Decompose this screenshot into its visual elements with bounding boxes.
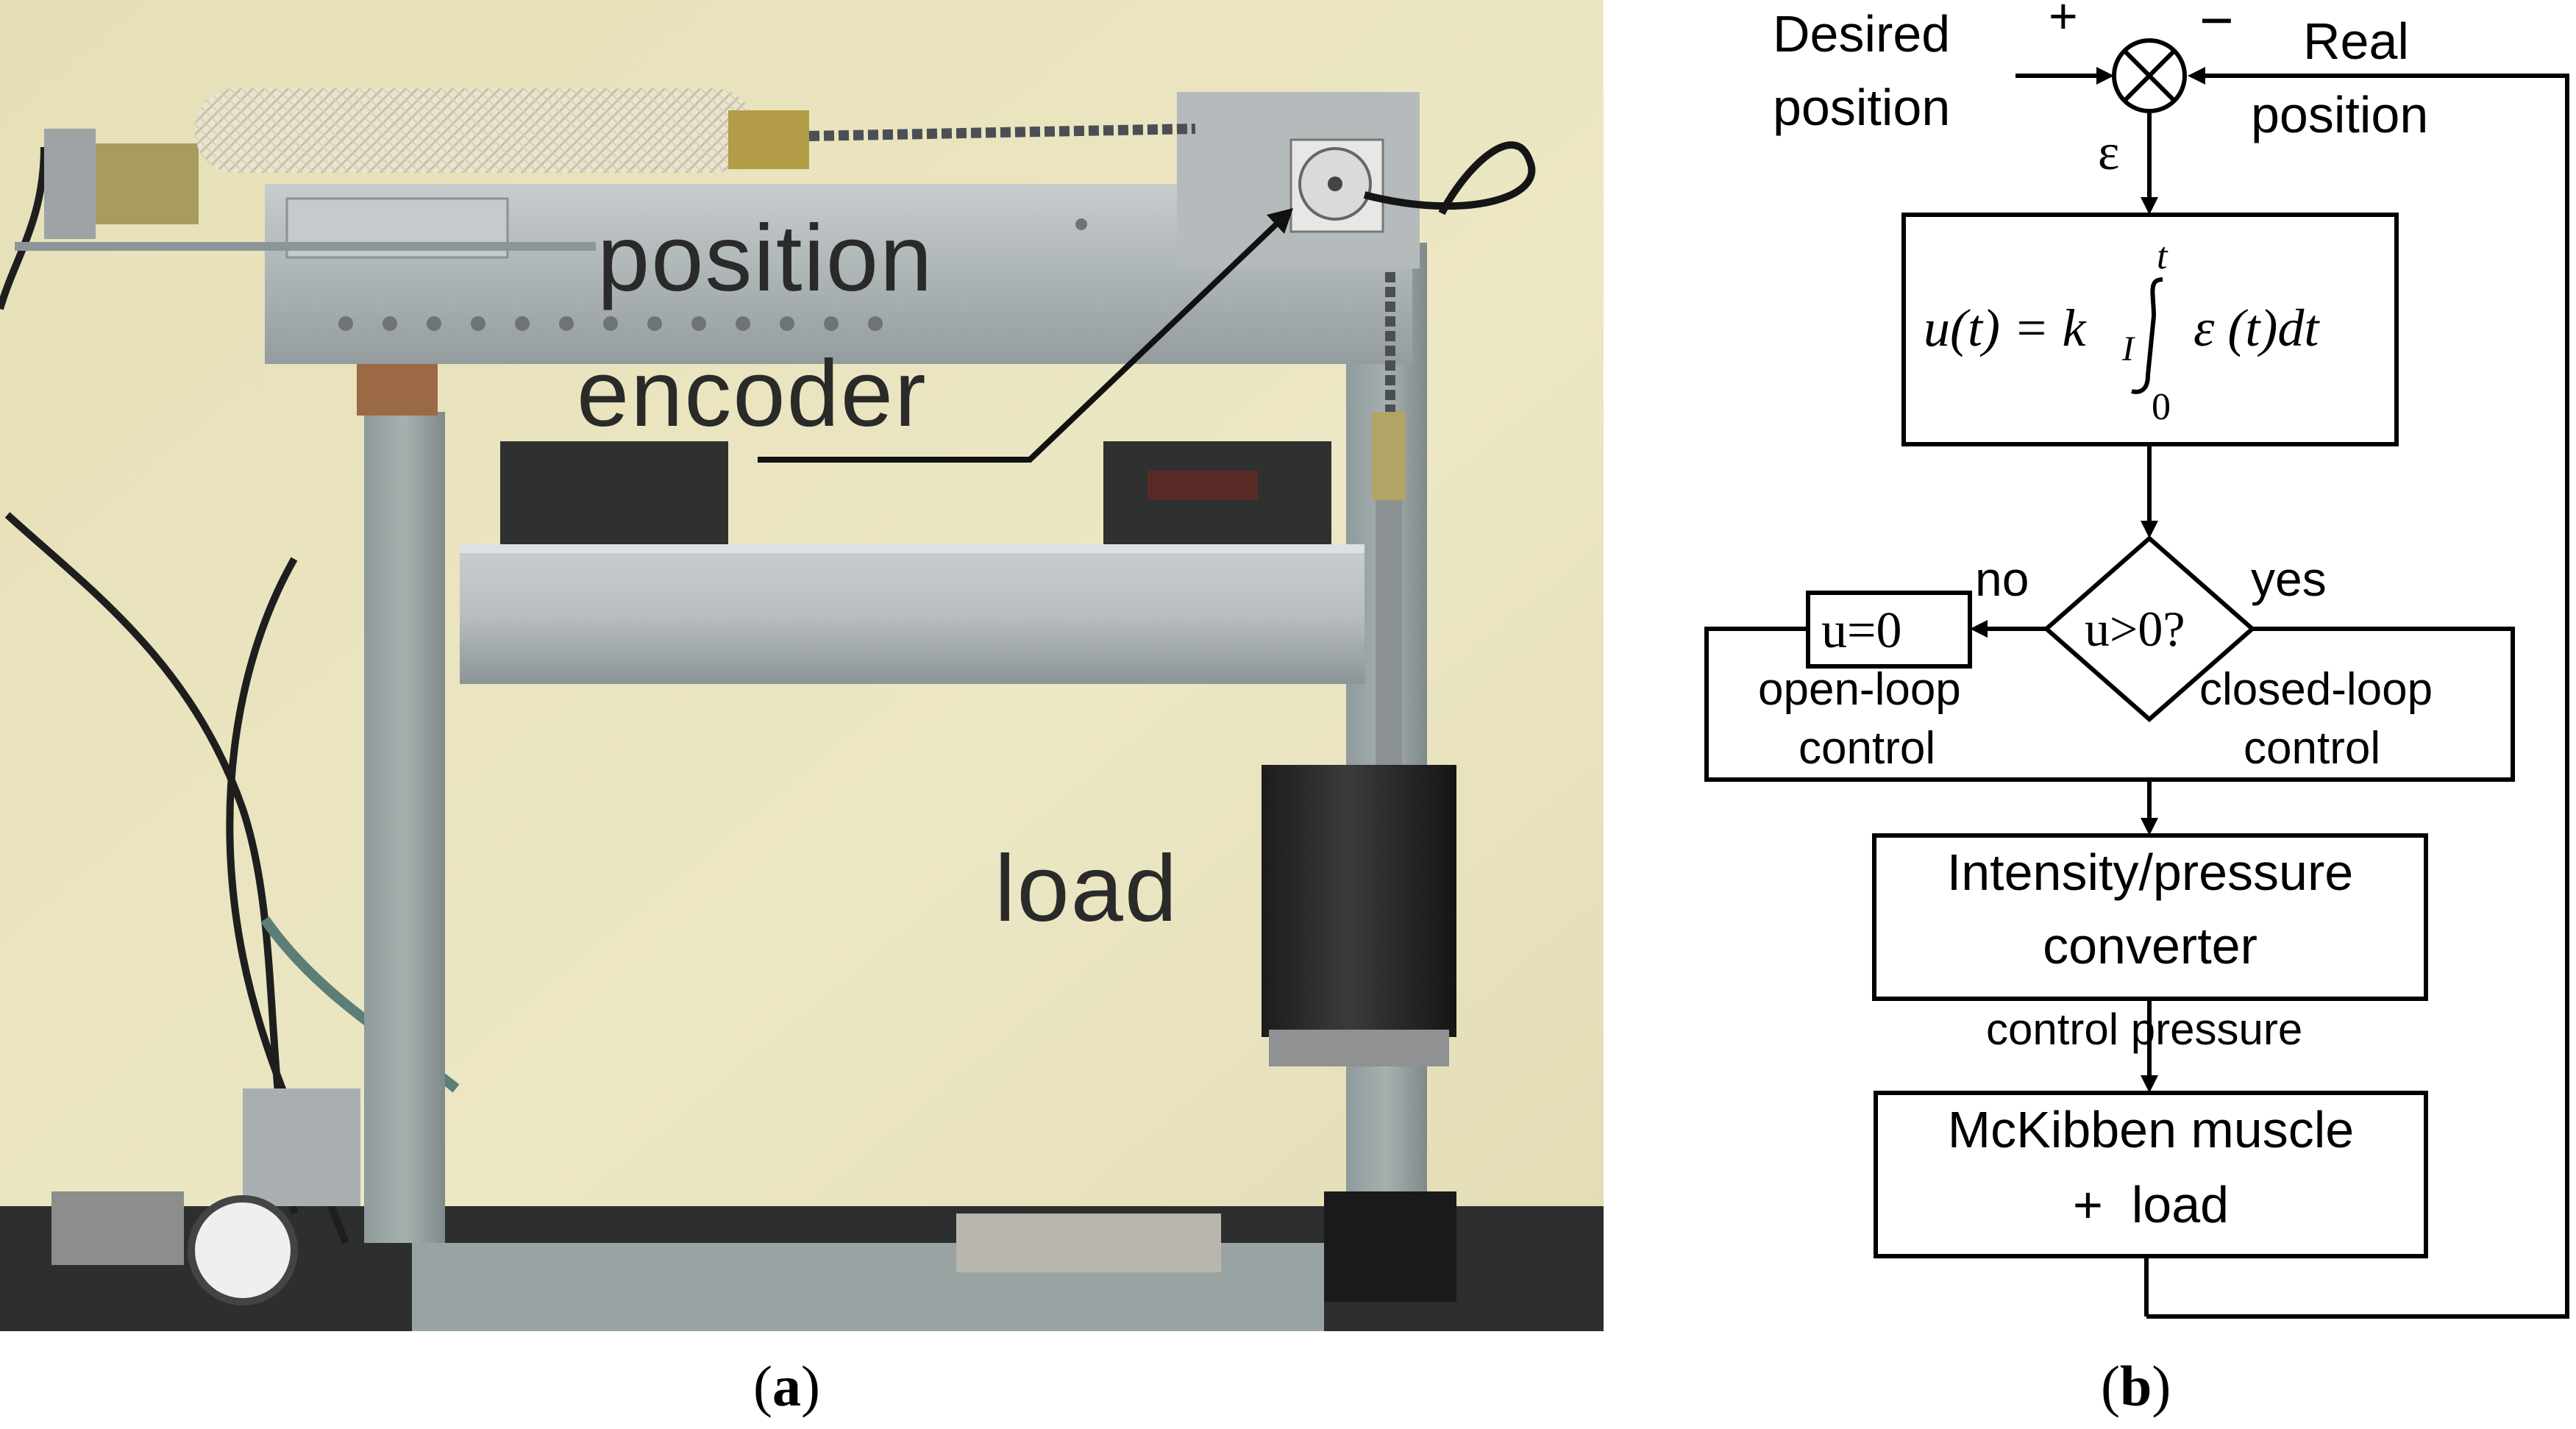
control-block-diagram: + − Desired position Real position ε u(t… <box>1677 0 2576 1331</box>
plus-sign: + <box>2049 0 2078 44</box>
real-position-label: Real <box>2303 13 2409 70</box>
zero-output-label: u=0 <box>1821 602 1901 659</box>
converter-label: Intensity/pressure <box>1947 844 2353 901</box>
mckibben-muscle-block <box>1874 1091 2428 1258</box>
integral-upper-limit: t <box>2157 235 2168 277</box>
desired-position-label-2: position <box>1773 79 1950 136</box>
arrow-head <box>1267 208 1293 234</box>
regulator <box>243 1088 360 1206</box>
open-loop-label-2: control <box>1798 723 1935 774</box>
label-load: load <box>995 836 1178 941</box>
bottom-actuator <box>956 1214 1221 1272</box>
middle-beam <box>460 544 1365 684</box>
branch-no-label: no <box>1975 552 2029 606</box>
muscle-left-clamp <box>44 129 96 239</box>
real-position-label-2: position <box>2251 86 2428 143</box>
load-base <box>1269 1030 1449 1066</box>
feedback-path <box>2146 74 2569 1319</box>
summing-junction <box>2112 38 2187 113</box>
mckibben-muscle <box>195 88 754 173</box>
muscle-right-fitting <box>728 110 809 169</box>
drive-chain <box>808 124 1196 141</box>
wood-block <box>357 364 438 416</box>
load-weight-lower <box>1262 897 1456 1037</box>
apparatus-photo: position encoder load <box>0 0 1604 1331</box>
integral-lower-limit: 0 <box>2152 386 2171 428</box>
error-symbol: ε <box>2098 124 2119 181</box>
integral-controller-block <box>1901 213 2399 446</box>
caption-a: (a) <box>753 1354 820 1418</box>
converter-label-2: converter <box>2043 917 2257 974</box>
valve <box>51 1191 184 1265</box>
desired-position-label: Desired <box>1773 5 1950 63</box>
open-loop-label: open-loop <box>1758 664 1961 715</box>
left-post <box>364 412 445 1243</box>
plant-label-2: + load <box>2073 1176 2229 1233</box>
muscle-left-fitting <box>96 143 199 224</box>
integral-sign <box>2131 277 2163 394</box>
load-weight-upper <box>1262 765 1456 897</box>
junction-box <box>1324 1191 1456 1302</box>
pressure-converter-block <box>1872 833 2428 1001</box>
control-pressure-label: control pressure <box>1986 1005 2302 1054</box>
label-position: position <box>597 206 934 311</box>
decision-condition: u>0? <box>2085 601 2185 657</box>
caption-b: (b) <box>2101 1354 2171 1418</box>
display-left <box>500 441 728 552</box>
decision-diamond <box>2043 535 2256 722</box>
caption-a-letter: a <box>772 1354 801 1418</box>
caption-b-letter: b <box>2119 1354 2152 1418</box>
frame-holes <box>338 218 1087 331</box>
mode-enclosure <box>1704 627 2515 782</box>
label-encoder: encoder <box>577 341 928 446</box>
display-readout <box>1148 471 1258 500</box>
pressure-gauge <box>188 1195 298 1305</box>
formula-lhs: u(t) = k <box>1924 299 2088 357</box>
encoder-arrow <box>758 222 1278 463</box>
formula-subscript: I <box>2121 329 2135 368</box>
closed-loop-label: closed-loop <box>2199 664 2433 715</box>
formula-integrand: ε (t)dt <box>2193 299 2320 357</box>
closed-loop-label-2: control <box>2244 723 2380 774</box>
branch-yes-label: yes <box>2251 552 2327 606</box>
encoder-cable <box>1363 141 1536 215</box>
minus-sign: − <box>2199 0 2234 53</box>
plant-label: McKibben muscle <box>1948 1101 2354 1158</box>
